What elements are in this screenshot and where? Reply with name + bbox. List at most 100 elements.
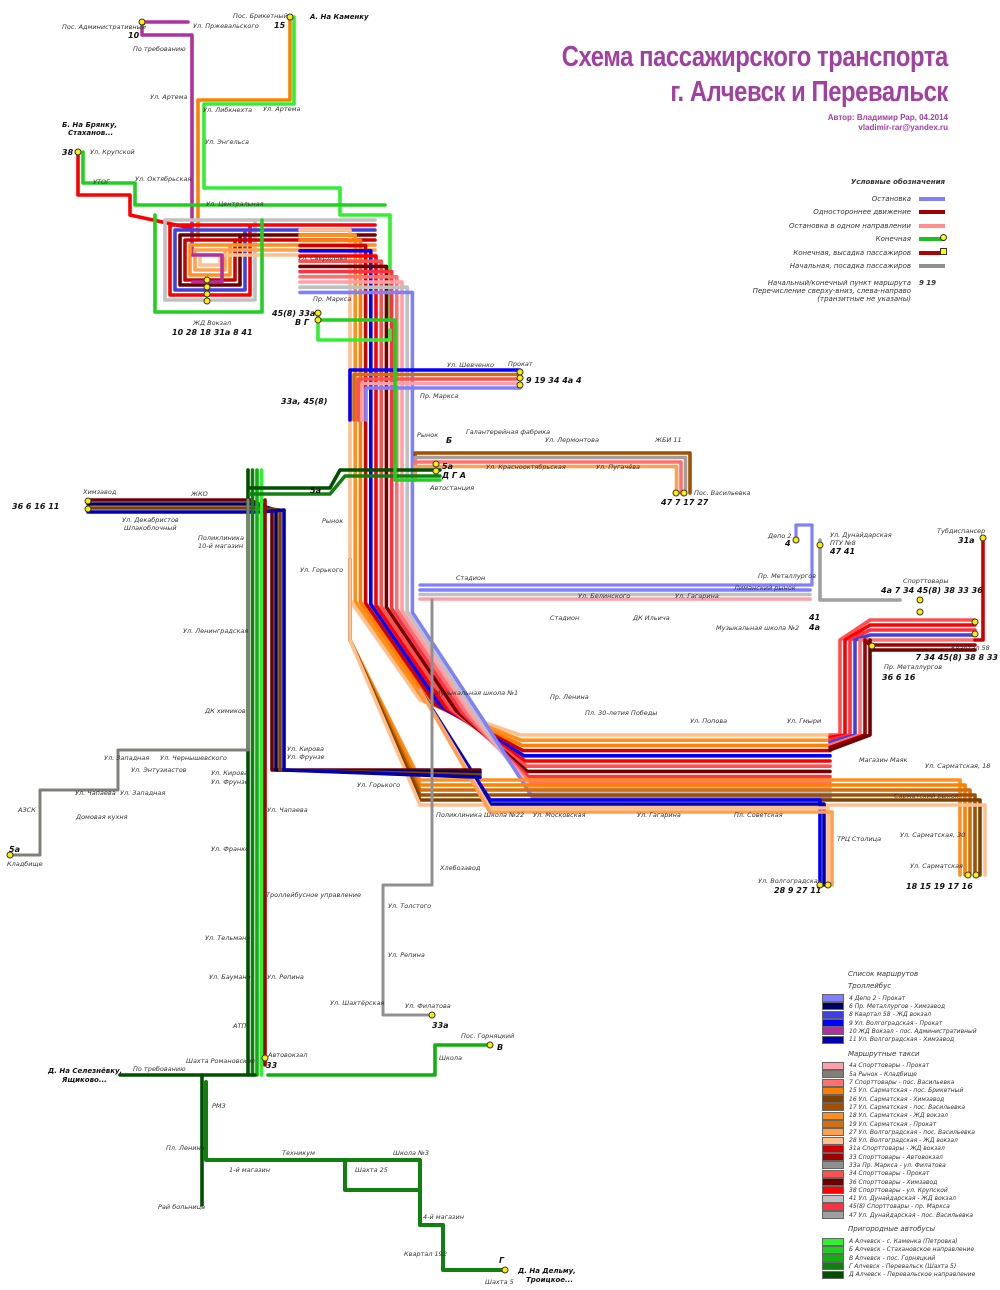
route-list-item: 28 Ул. Волгоградская - ЖД вокзал (822, 1136, 1000, 1145)
route-line-17 (348, 558, 977, 877)
terminal-stop-icon (432, 467, 440, 475)
route-label: 7 Спорттовары - пос. Васильевка (849, 1079, 955, 1087)
route-list-item: Г Алчевск - Перевальск (Шахта 5) (822, 1262, 1000, 1271)
stop-label: Ул. Западная (120, 789, 165, 797)
route-color-swatch (822, 1111, 844, 1120)
route-color-swatch (822, 1211, 844, 1220)
route-list-item: 8 Квартал 58 - ЖД вокзал (822, 1010, 1000, 1019)
route-line-34 (298, 259, 832, 769)
stop-label: УТОГ (93, 178, 111, 186)
route-line-19 (352, 372, 522, 422)
route-list-item: 27 Ул. Волгоградская - пос. Васильевка (822, 1128, 1000, 1137)
map-title: Схема пассажирского транспорта г. Алчевс… (562, 40, 949, 110)
stop-label: Квартал 192 (404, 1250, 447, 1258)
route-line-4 (418, 523, 814, 587)
stop-label: Рай больница (158, 1203, 205, 1211)
route-line-16 (348, 558, 982, 877)
stop-label: Ул. Фрунзе (287, 753, 325, 761)
terminal-stop-icon (6, 851, 14, 859)
stop-label: Ул. Свердлова (298, 254, 347, 262)
legend-note-row: Начальный/конечный пункт маршрута 9 19 (685, 279, 945, 287)
route-list-item: 10 ЖД Вокзал - пос. Административный (822, 1027, 1000, 1036)
route-line-5a (8, 498, 250, 857)
stop-label: Ул. Гагарина (637, 811, 681, 819)
legend-item-label: Конечная, высадка пассажиров (793, 248, 911, 257)
route-list-item: 33а Пр. Маркса - ул. Филатова (822, 1161, 1000, 1170)
terminal-routes: 18 15 19 17 16 (906, 882, 973, 891)
stop-label: Шахта 5 (485, 1278, 514, 1286)
route-line-41 (298, 285, 832, 795)
terminal-routes: 47 41 (829, 547, 855, 556)
route-list-item: 19 Ул. Сарматская - Прокат (822, 1120, 1000, 1128)
route-color-swatch (822, 1186, 844, 1195)
stop-label: Ул. Энгельса (205, 138, 249, 146)
stop-label: Ул. Репина (267, 973, 304, 981)
stop-label: Кладбище (7, 860, 43, 868)
stop-label: Ул. Крупской (90, 148, 135, 156)
route-label: 31а Спорттовары - ЖД вокзал (849, 1145, 945, 1153)
route-line-33 (828, 638, 977, 750)
route-color-swatch (822, 1169, 844, 1178)
route-label: 34 Спорттовары - Прокат (849, 1170, 930, 1178)
route-list-item: 38 Спорттовары - ул. Крупской (822, 1186, 1000, 1195)
terminal-routes: Г (499, 1256, 505, 1265)
stop-label: 10-й магазин (198, 542, 243, 550)
stop-label: Химзавод (82, 488, 117, 496)
terminal-stop-icon (868, 642, 876, 650)
route-line-31а (183, 238, 377, 282)
route-label: 36 Спорттовары - Химзавод (849, 1178, 938, 1186)
stop-label: АТП (232, 1022, 246, 1030)
route-line-31a (973, 536, 985, 642)
legend-item-label: Начальная, посадка пассажиров (789, 262, 911, 271)
route-line-28 (348, 558, 987, 877)
stop-label: Пл. Ленина (166, 1144, 205, 1152)
stop-label: Ул. Кирова (211, 769, 248, 777)
route-line-8 (828, 633, 977, 745)
stop-label: Музыкальная школа №1 (435, 689, 518, 697)
route-line-a (202, 15, 392, 322)
route-line-38 (76, 150, 192, 230)
stop-label: Ул. Декабристов (122, 516, 179, 524)
terminal-routes: Д Г А (441, 471, 466, 480)
route-list-item: 16 Ул. Сарматская - Химзавод (822, 1095, 1000, 1104)
stop-label: Ул. Артема (263, 105, 301, 113)
terminal-stop-icon (971, 630, 979, 638)
stop-label: Ул. Репина (388, 951, 425, 959)
stop-label: Пр. Ленина (550, 693, 589, 701)
terminal-stop-icon (516, 368, 524, 376)
terminal-routes: 4а (808, 623, 820, 632)
author-email: vladimir-rar@yandex.ru (858, 123, 948, 132)
terminal-routes: 10 28 18 31а 8 41 (172, 328, 253, 337)
direction-d: Д. На Селезнёвку, (47, 1067, 122, 1075)
terminal-stop-icon (972, 871, 980, 879)
route-label: 19 Ул. Сарматская - Прокат (849, 1120, 937, 1128)
route-list-item: 4 Депо 2 - Прокат (822, 994, 1000, 1003)
route-line-27 (413, 464, 679, 495)
terminal-stop-icon (816, 881, 824, 889)
route-color-swatch (822, 1262, 844, 1271)
route-color-swatch (822, 1027, 844, 1036)
stop-label: РМЗ (212, 1102, 226, 1110)
direction-b: Б. На Брянку, (62, 121, 117, 129)
stop-label: Пос. Васильевка (694, 489, 751, 497)
terminal-stop-icon (672, 489, 680, 497)
terminal-routes: 5а (442, 462, 453, 471)
route-list-item: 7 Спорттовары - пос. Васильевка (822, 1078, 1000, 1087)
stop-label: Пл. Советская (734, 811, 783, 819)
legend-item: Конечная (685, 233, 947, 247)
route-list-item: 6 Пр. Металлургов - Химзавод (822, 1002, 1000, 1011)
route-label: 15 Ул. Сарматская - пос. Брикетный (849, 1087, 964, 1095)
route-label: В Алчевск - пос. Горняцкий (849, 1254, 936, 1262)
terminal-routes: 9 19 34 4а 4 (526, 376, 582, 385)
terminal-routes: 31а (958, 536, 975, 545)
terminal-stop-icon (432, 460, 440, 468)
terminal-routes: 47 7 17 27 (660, 498, 709, 507)
stop-label: Ул. Гагарина (675, 592, 719, 600)
stop-label: Рынок (322, 517, 343, 525)
terminal-routes: 4 (784, 539, 791, 548)
stop-label: Ул. Чернышевского (160, 754, 227, 762)
direction-labels: А. На Каменку Б. На Брянку, Стаханов... … (47, 13, 576, 1284)
route-line-bus (248, 474, 442, 496)
route-group-heading: Пригородные автобусы (848, 1225, 936, 1234)
route-line-36 (178, 233, 377, 287)
